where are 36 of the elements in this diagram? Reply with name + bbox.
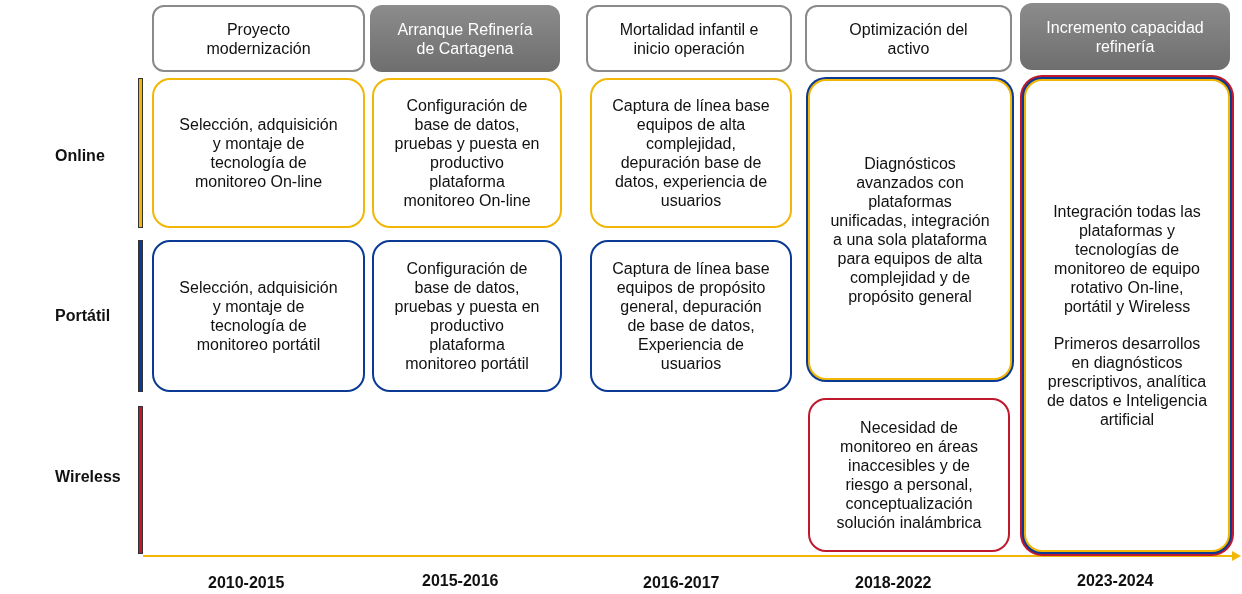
activity-text: Configuración de base de datos, pruebas y puesta en productivo plataforma monitoreo portátil [394,259,540,373]
phase-title: Optimización del activo [848,19,969,58]
activity-text: Necesidad de monitoreo en áreas inaccesibles y de riesgo a personal, conceptualización solución inalámbrica [835,418,983,532]
activity-text: Integración todas las plataformas y tecnologías de monitoreo de equipo rotativo On-line, portátil y Wireless [1052,202,1202,316]
activity-text: Captura de línea base equipos de propósito general, depuración de base de datos, Experiencia de usuarios [612,259,770,373]
phase-title: Arranque Refinería de Cartagena [396,19,534,58]
activity-box [808,79,1012,380]
phase-header [152,5,365,72]
period-label: 2015-2016 [422,572,499,590]
activity-box [590,78,792,228]
period-label: 2018-2022 [855,574,932,592]
period-label: 2016-2017 [643,574,720,592]
period-label: 2023-2024 [1077,572,1154,590]
activity-box [372,78,562,228]
activity-text: Primeros desarrollos en diagnósticos prescriptivos, analítica de datos e Inteligencia artificial [1046,334,1208,429]
activity-text: Captura de línea base equipos de alta complejidad, depuración base de datos, experiencia de usuarios [612,96,770,210]
activity-text: Diagnósticos avanzados con plataformas unificadas, integración a una sola plataforma para equipos de alta complejidad y de propósito general [830,153,990,306]
phase-title: Mortalidad infantil e inicio operación [618,19,760,58]
activity-box [372,240,562,392]
activity-text: Selección, adquisición y montaje de tecnología de monitoreo On-line [178,115,339,191]
activity-box [152,78,365,228]
row-label: Portátil [55,307,111,325]
activity-box [152,240,365,392]
row-label: Wireless [55,468,121,486]
activity-text: Configuración de base de datos, pruebas y puesta en productivo plataforma monitoreo On-line [394,96,540,210]
phase-title: Proyecto modernización [205,19,312,58]
phase-title: Incremento capacidad refinería [1045,17,1205,56]
activity-box [590,240,792,392]
period-label: 2010-2015 [208,574,285,592]
row-label: Online [55,147,105,165]
phase-header [1020,3,1230,70]
activity-text: Selección, adquisición y montaje de tecnología de monitoreo portátil [178,278,339,354]
phase-header [370,5,560,72]
activity-box [808,398,1010,552]
phase-header [805,5,1012,72]
phase-header [586,5,792,72]
